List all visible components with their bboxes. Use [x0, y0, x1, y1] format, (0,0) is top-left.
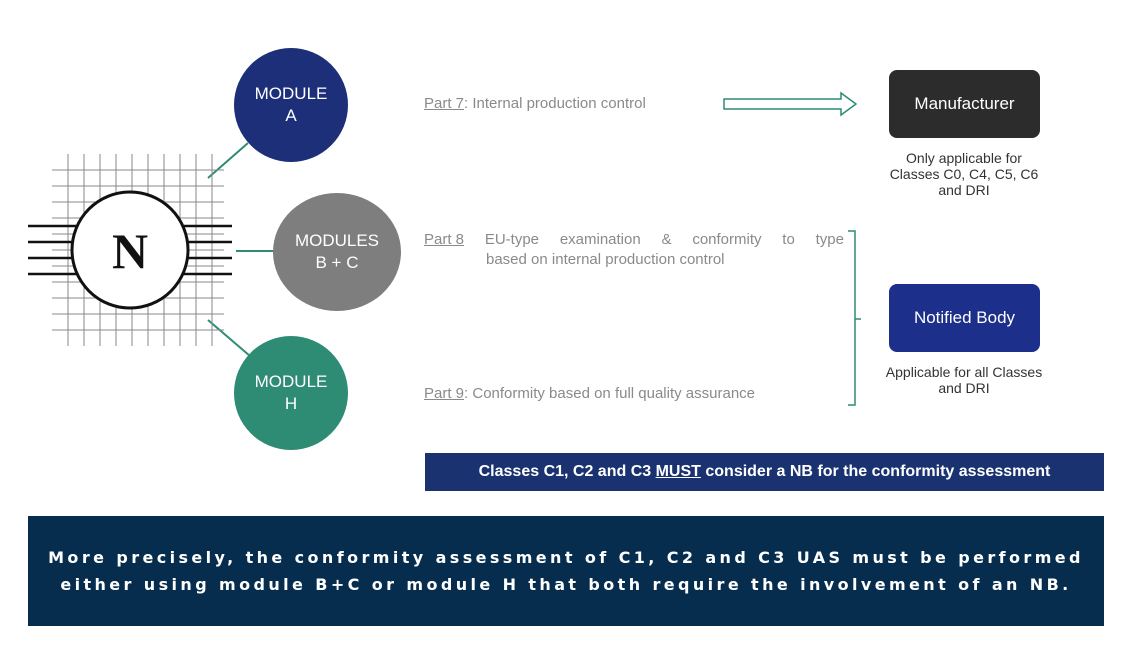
- manufacturer-box: Manufacturer: [889, 70, 1040, 138]
- module-h-circle: MODULE H: [234, 336, 348, 450]
- part9-link[interactable]: Part 9: [424, 385, 465, 402]
- part8-word: conformity: [692, 231, 762, 248]
- part8-desc-line2: based on internal production control: [486, 251, 725, 268]
- module-a-letter: A: [285, 106, 297, 125]
- part8-word: examination: [559, 231, 641, 248]
- part8-word: EU-type: [484, 231, 540, 248]
- must-banner: Classes C1, C2 and C3 MUST consider a NB…: [425, 453, 1104, 491]
- must-banner-post: consider a NB for the conformity assessm…: [700, 463, 1051, 480]
- notified-body-logo: N: [28, 154, 232, 346]
- module-bc-letters: B + C: [315, 253, 359, 272]
- note-line: Classes C0, C4, C5, C6: [889, 166, 1039, 182]
- part7-desc: : Internal production control: [464, 95, 646, 112]
- must-banner-pre: Classes C1, C2 and C3: [478, 463, 656, 480]
- part8-link[interactable]: Part 8: [424, 231, 465, 248]
- part9-text: Part 9: Conformity based on full quality…: [424, 384, 755, 404]
- arrow-icon: [723, 91, 858, 117]
- manufacturer-note: Only applicable for Classes C0, C4, C5, …: [864, 150, 1064, 198]
- module-a-circle: MODULE A: [234, 48, 348, 162]
- manufacturer-label: Manufacturer: [914, 94, 1015, 113]
- part9-desc: : Conformity based on full quality assur…: [464, 385, 756, 402]
- logo-letter: N: [112, 223, 148, 279]
- module-h-label: MODULE: [254, 372, 328, 391]
- module-bc-label: MODULES: [294, 231, 380, 250]
- module-a-label: MODULE: [254, 84, 328, 103]
- note-line: and DRI: [938, 182, 990, 198]
- part7-link[interactable]: Part 7: [424, 95, 465, 112]
- part8-text: Part 8 EU-type examination & conformity …: [424, 230, 844, 270]
- note-line: and DRI: [938, 380, 990, 396]
- part8-word: &: [661, 231, 672, 248]
- module-h-letter: H: [284, 394, 298, 413]
- part7-text: Part 7: Internal production control: [424, 94, 646, 114]
- conclusion-banner: More precisely, the conformity assessmen…: [28, 516, 1104, 626]
- conclusion-text: More precisely, the conformity assessmen…: [48, 548, 1084, 594]
- note-line: Applicable for all Classes: [885, 364, 1043, 380]
- notified-body-label: Notified Body: [913, 308, 1016, 327]
- part8-word: to: [782, 231, 795, 248]
- note-line: Only applicable for: [906, 150, 1022, 166]
- notified-body-note: Applicable for all Classes and DRI: [864, 364, 1064, 396]
- connector-line-a: [207, 142, 249, 179]
- part8-word: type: [815, 231, 844, 248]
- module-bc-circle: MODULES B + C: [273, 193, 401, 311]
- must-emphasis: MUST: [655, 463, 701, 480]
- notified-body-box: Notified Body: [889, 284, 1040, 352]
- connector-line-h: [207, 319, 251, 357]
- bracket-icon: [848, 230, 861, 406]
